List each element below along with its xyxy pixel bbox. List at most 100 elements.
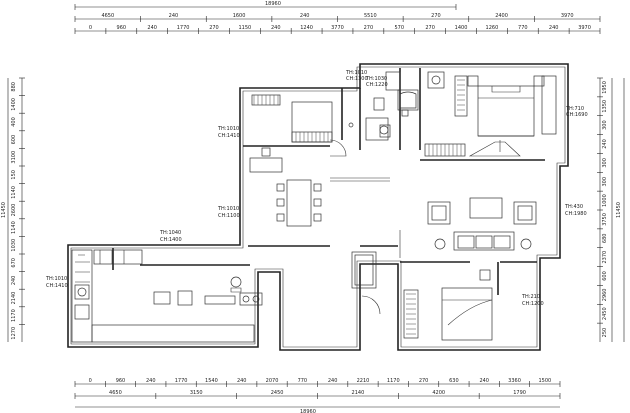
window-note-w9-line1: TH:210	[521, 294, 540, 300]
dimension-label: 240	[146, 378, 156, 384]
window-notes: TH:1010 CH:1300 TH:1030 CH:1220 TH:710 C…	[45, 70, 588, 307]
dimension-label: 1770	[177, 25, 190, 31]
dimension-label: 240	[479, 378, 489, 384]
dimension-label: 270	[419, 378, 429, 384]
dimension-label: 150	[11, 170, 17, 180]
left-dimension-column: 8801400400600310015011402600114010306702…	[1, 77, 25, 340]
dimension-label: 770	[298, 378, 308, 384]
dimension-label: 240	[237, 378, 247, 384]
dimension-label: 3970	[561, 13, 574, 19]
bathroom	[348, 71, 445, 141]
dimension-label: 1600	[233, 13, 246, 19]
window-note-w2-line2: CH:1220	[366, 82, 388, 88]
study-room	[249, 94, 347, 173]
dimension-label: 3970	[578, 25, 591, 31]
dimension-label: 3360	[508, 378, 521, 384]
dimension-label: 1030	[11, 239, 17, 252]
window-note-w4-line1: TH:1010	[217, 126, 239, 132]
dimension-label: 4650	[109, 390, 122, 396]
dimension-label: 1140	[11, 221, 17, 234]
dimension-label: 1400	[11, 98, 17, 111]
dimension-label: 5510	[364, 13, 377, 19]
window-note-w1-line2: CH:1300	[346, 76, 368, 82]
window-note-w4-line2: CH:1410	[218, 133, 240, 139]
window-note-w5-line1: TH:1010	[217, 206, 239, 212]
dimension-label: 1540	[205, 378, 218, 384]
dimension-label: 4200	[432, 390, 445, 396]
dimension-label: 240	[169, 13, 179, 19]
dimension-label: 770	[518, 25, 528, 31]
dimension-label: 1000	[602, 194, 608, 207]
window-note-w6-line2: CH:1400	[160, 237, 182, 243]
dimension-label: 1400	[455, 25, 468, 31]
dimension-label: 240	[271, 25, 281, 31]
dimension-label: 270	[209, 25, 219, 31]
dimension-label: 0	[89, 25, 92, 31]
dimension-label: 4650	[101, 13, 114, 19]
outer-walls	[67, 63, 569, 351]
window-note-w3-line2: CH:1690	[566, 112, 588, 118]
dimension-label: 1170	[387, 378, 400, 384]
dimension-label: 2600	[11, 204, 17, 217]
dimension-label: 3150	[190, 390, 203, 396]
dimension-label: 1260	[486, 25, 499, 31]
dimension-label: 250	[602, 328, 608, 338]
dimension-label: 2450	[602, 307, 608, 320]
dimension-label: 270	[425, 25, 435, 31]
dimension-label: 880	[11, 82, 17, 92]
window-note-w3-line1: TH:710	[565, 106, 584, 112]
dimension-label: 630	[449, 378, 459, 384]
bottom-dimension-row-1: 0 960 240 1770 1540 240 2070 770 240 2210 1170 270 6…	[74, 378, 561, 387]
dimension-label: 2450	[271, 390, 284, 396]
master-bedroom	[424, 75, 557, 157]
dining-table	[276, 177, 390, 227]
dimension-label: 1170	[11, 309, 17, 322]
dimension-label: 240	[300, 13, 310, 19]
dimension-label: 1950	[602, 81, 608, 94]
kitchen-counters	[71, 249, 263, 343]
right-overall-dimension: 11450	[616, 202, 622, 218]
dimension-label: 680	[602, 234, 608, 244]
dimension-label: 1350	[602, 100, 608, 113]
dimension-label: 300	[602, 158, 608, 168]
dimension-label: 3100	[11, 151, 17, 164]
top-overall-dimension: 18960	[265, 1, 281, 7]
dimension-label: 0	[89, 378, 92, 384]
dimension-label: 570	[394, 25, 404, 31]
dimension-label: 1790	[513, 390, 526, 396]
dimension-label: 270	[364, 25, 374, 31]
dimension-label: 300	[602, 177, 608, 187]
dimension-label: 240	[11, 276, 17, 286]
window-note-w5-line2: CH:1100	[218, 213, 240, 219]
dimension-label: 300	[602, 120, 608, 130]
dimension-label: 960	[116, 378, 126, 384]
right-dimension-column: 1950135030024030030010003750680237060029…	[597, 77, 622, 338]
window-note-w9-line2: CH:1200	[522, 301, 544, 307]
dimension-label: 1270	[11, 327, 17, 340]
dimension-label: 2370	[602, 251, 608, 264]
left-overall-dimension: 11450	[1, 202, 7, 218]
dimension-label: 240	[147, 25, 157, 31]
window-note-w2-line1: TH:1030	[365, 76, 387, 82]
dimension-label: 2210	[357, 378, 370, 384]
window-note-w6-line1: TH:1040	[159, 230, 181, 236]
dimension-label: 600	[11, 135, 17, 145]
bottom-overall-dimension: 18960	[300, 409, 316, 413]
dimension-label: 2070	[266, 378, 279, 384]
dimension-label: 240	[549, 25, 559, 31]
dimension-label: 1770	[175, 378, 188, 384]
dimension-label: 2140	[11, 292, 17, 305]
dimension-label: 670	[11, 258, 17, 268]
dimension-label: 3750	[602, 213, 608, 226]
dimension-label: 2960	[602, 288, 608, 301]
window-note-w8-line2: CH:1410	[46, 283, 68, 289]
dimension-label: 1140	[11, 186, 17, 199]
dimension-label: 3770	[331, 25, 344, 31]
side-dimension-lines	[7, 78, 625, 342]
dimension-label: 2400	[495, 13, 508, 19]
